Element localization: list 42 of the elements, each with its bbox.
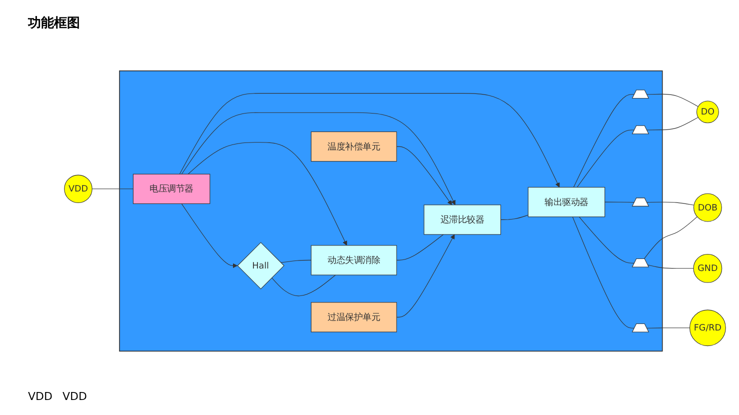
connector xyxy=(578,216,635,264)
node-transistor xyxy=(632,198,650,206)
arrow xyxy=(396,234,455,318)
node-box: 电压调节器 xyxy=(132,174,210,204)
connector xyxy=(646,94,698,107)
node-circle: GND xyxy=(693,254,722,283)
connector xyxy=(396,234,444,260)
node-box: 输出驱动器 xyxy=(528,186,606,218)
node-circle: VDD xyxy=(64,174,92,204)
connector xyxy=(271,274,336,296)
connector xyxy=(573,94,635,188)
connector xyxy=(646,117,698,130)
connector xyxy=(644,216,698,260)
connector xyxy=(576,130,635,188)
node-box: 迟滞比较器 xyxy=(424,204,501,235)
node-circle: FG/RD xyxy=(689,310,726,346)
node-transistor xyxy=(632,125,650,134)
connector xyxy=(646,202,694,206)
node-box: 温度补偿单元 xyxy=(310,131,397,162)
diagram-title: 功能框图 xyxy=(28,15,80,32)
node-box: 过温保护单元 xyxy=(310,302,397,332)
node-diamond: Hall xyxy=(237,242,284,290)
connector xyxy=(500,214,528,220)
arrow xyxy=(396,146,452,206)
connector xyxy=(280,260,312,263)
supply-label: VDD xyxy=(28,390,52,403)
node-circle: DO xyxy=(696,100,719,124)
node-circle: DOB xyxy=(693,193,722,222)
arrow xyxy=(181,112,456,206)
connector xyxy=(572,216,635,328)
node-transistor xyxy=(632,90,650,99)
supply-label: VDD xyxy=(62,390,87,403)
connector xyxy=(604,202,635,203)
connector xyxy=(648,264,694,269)
connector xyxy=(92,188,134,190)
node-box: 动态失调消除 xyxy=(310,245,397,276)
arrow xyxy=(179,93,560,188)
cluster xyxy=(119,70,663,352)
arrow xyxy=(188,142,348,246)
node-transistor xyxy=(632,323,650,332)
arrow xyxy=(181,203,238,268)
node-transistor xyxy=(632,258,650,268)
